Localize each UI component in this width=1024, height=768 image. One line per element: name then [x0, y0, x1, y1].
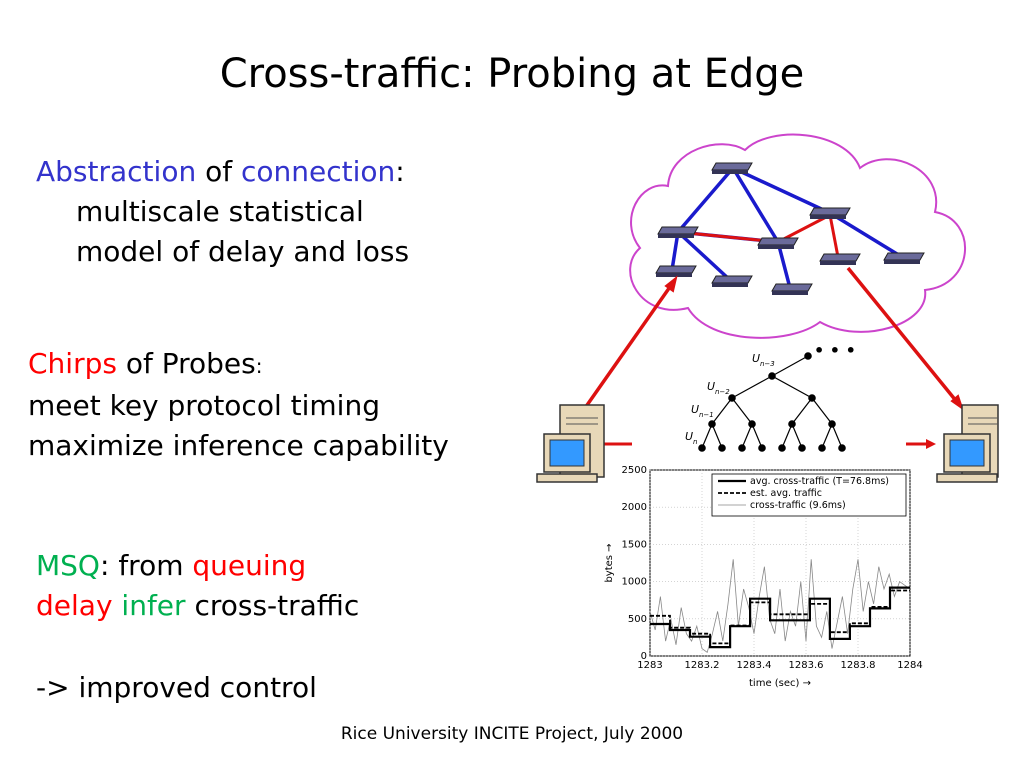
of-probes: of Probes	[116, 347, 256, 380]
chirps-word: Chirps	[28, 347, 117, 380]
x-tick-label: 1283.8	[841, 660, 876, 671]
router-icon	[757, 237, 799, 249]
router-icon	[771, 283, 813, 295]
legend-label: cross-traffic (9.6ms)	[750, 500, 846, 511]
blue-links	[670, 166, 903, 289]
x-tick-label: 1284	[897, 660, 922, 671]
chirps-colon: :	[255, 354, 263, 378]
tree-label-un1: U	[691, 403, 699, 416]
series-layer	[649, 559, 911, 653]
y-axis-ticks: 0 500 1000 1500 2000 2500	[622, 465, 647, 662]
legend-label: avg. cross-traffic (T=76.8ms)	[750, 476, 889, 487]
x-tick-label: 1283.2	[685, 660, 720, 671]
abstraction-line-3: model of delay and loss	[76, 235, 410, 268]
x-tick-label: 1283.4	[737, 660, 772, 671]
router-icon	[655, 265, 697, 277]
arrow-right-short	[906, 439, 936, 449]
router-icon	[711, 275, 753, 287]
of-word: of	[196, 155, 241, 188]
tree-label-un2-sub: n−2	[715, 388, 730, 396]
series-line-0	[650, 586, 910, 649]
arrow-cloud-to-right	[846, 266, 964, 411]
tree-label-un: U	[685, 430, 693, 443]
tree-label-un-sub: n	[693, 438, 697, 446]
chirps-line-2: meet key protocol timing	[28, 389, 380, 422]
x-axis-label: time (sec) →	[749, 678, 811, 689]
cross-traffic-word: cross-traffic	[185, 589, 360, 622]
msq-word: MSQ	[36, 549, 100, 582]
abstraction-word: Abstraction	[36, 155, 197, 188]
router-icon	[711, 162, 753, 174]
colon: :	[395, 155, 405, 188]
y-tick-label: 2000	[622, 502, 647, 513]
queuing-word: queuing	[192, 549, 307, 582]
chirps-line-3: maximize inference capability	[28, 429, 449, 462]
y-tick-label: 1000	[622, 577, 647, 588]
y-tick-label: 2500	[622, 465, 647, 476]
network-cloud	[629, 133, 967, 339]
msq-block: MSQ: from queuing delay infer cross-traf…	[36, 546, 359, 626]
chirps-block: Chirps of Probes: meet key protocol timi…	[28, 344, 449, 466]
computer-left-icon	[536, 404, 605, 483]
footer: Rice University INCITE Project, July 200…	[340, 724, 684, 744]
infer-word: infer	[112, 589, 186, 622]
arrow-left-to-cloud	[583, 275, 678, 410]
slide-title: Cross-traffic: Probing at Edge	[219, 51, 805, 97]
x-axis-ticks: 1283 1283.2 1283.4 1283.6 1283.8 1284	[637, 660, 922, 671]
y-tick-label: 1500	[622, 539, 647, 550]
tree-labels: U n−3 U n−2 U n−1 U n • • •	[685, 341, 856, 446]
router-icon	[809, 207, 851, 219]
x-tick-label: 1283	[637, 660, 662, 671]
tree-label-un1-sub: n−1	[699, 411, 714, 419]
router-icon	[657, 226, 699, 238]
tree-label-un2: U	[707, 380, 715, 393]
router-icon	[819, 253, 861, 265]
tree-ellipsis: • • •	[814, 341, 856, 360]
connection-word: connection	[241, 155, 396, 188]
multiscale-tree	[698, 352, 846, 452]
tree-label-un3: U	[752, 352, 760, 365]
from-word: : from	[99, 549, 193, 582]
routers	[655, 162, 925, 295]
y-tick-label: 0	[641, 651, 647, 662]
chart-legend: avg. cross-traffic (T=76.8ms)est. avg. t…	[711, 473, 907, 517]
router-icon	[883, 252, 925, 264]
tree-label-un3-sub: n−3	[760, 360, 775, 368]
y-tick-label: 500	[628, 614, 647, 625]
delay-word: delay	[36, 589, 113, 622]
abstraction-block: Abstraction of connection: multiscale st…	[36, 152, 409, 272]
cross-traffic-chart: 1283 1283.2 1283.4 1283.6 1283.8 1284 0 500 100…	[604, 465, 923, 689]
abstraction-line-2: multiscale statistical	[76, 195, 364, 228]
computer-right-icon	[936, 404, 999, 483]
x-tick-label: 1283.6	[789, 660, 824, 671]
y-axis-label: bytes →	[604, 543, 615, 582]
improved-control: -> improved control	[36, 671, 317, 704]
legend-label: est. avg. traffic	[750, 488, 822, 499]
